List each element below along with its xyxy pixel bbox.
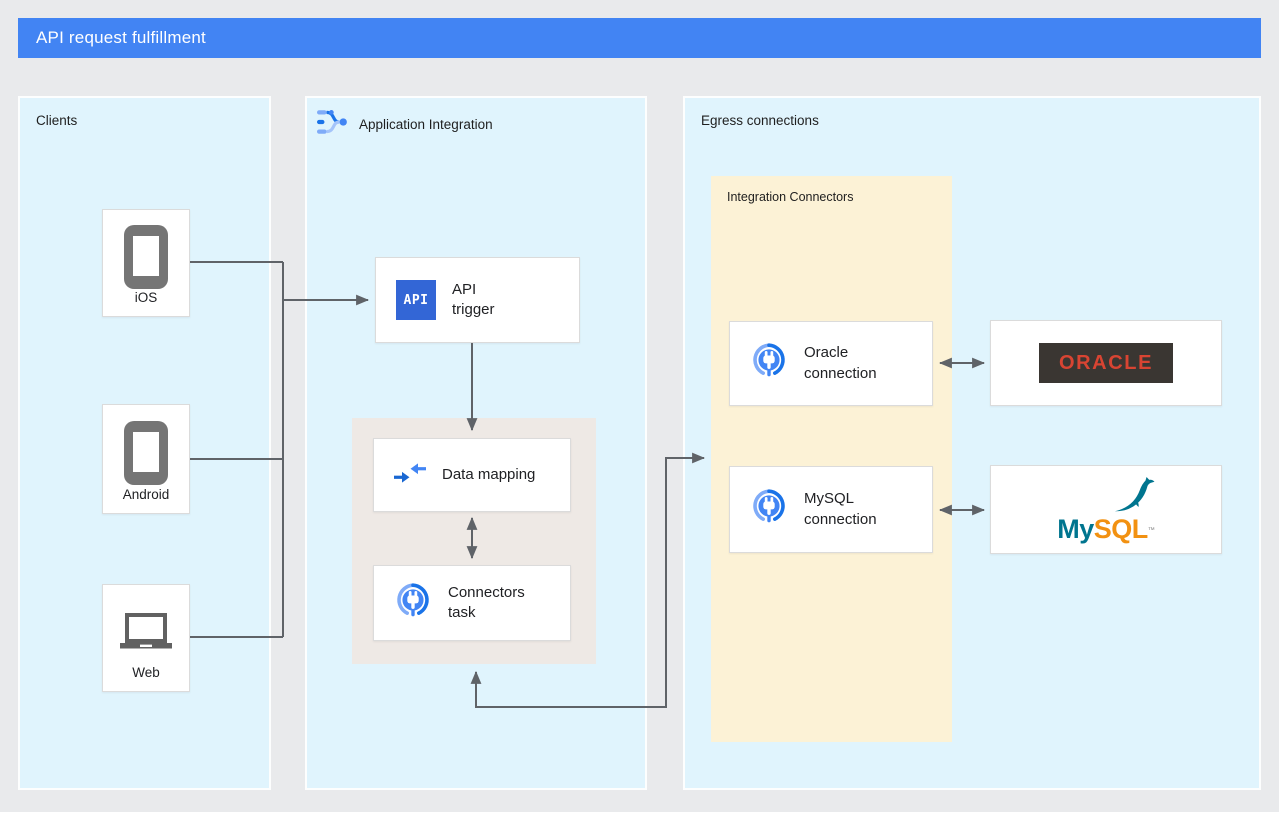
mysql-database-node: MySQL™ [990,465,1222,554]
connectors-task-node: Connectors task [373,565,571,641]
connectors-task-label: Connectors task [448,583,525,621]
mysql-connection-node: MySQL connection [729,466,933,553]
diagram-title: API request fulfillment [36,28,206,47]
integration-connectors-group: Integration Connectors Oracle connection [711,176,952,742]
data-mapping-label: Data mapping [442,465,536,483]
egress-panel-title: Egress connections [701,113,819,128]
mysql-logo: MySQL™ [1055,476,1157,544]
api-trigger-icon: API [396,280,436,320]
oracle-logo-text: ORACLE [1058,351,1154,374]
integration-tasks-group: Data mapping Connectors task [352,418,596,664]
egress-connections-panel: Egress connections Integration Connector… [683,96,1261,790]
clients-panel: Clients iOS Android Web [18,96,271,790]
connector-plug-icon [750,342,788,385]
client-label-web: Web [132,665,160,680]
integration-connectors-title: Integration Connectors [727,190,854,204]
client-node-android: Android [102,404,190,514]
laptop-icon [117,599,175,665]
bottom-margin-strip [0,812,1279,820]
mysql-dolphin-icon [1111,476,1157,522]
application-integration-icon [317,107,349,142]
data-mapping-node: Data mapping [373,438,571,512]
application-integration-panel-title: Application Integration [359,117,493,132]
api-trigger-node: API API trigger [375,257,580,343]
api-trigger-label: API trigger [452,280,495,318]
clients-panel-title: Clients [36,113,78,128]
client-label-android: Android [122,487,170,502]
smartphone-icon [124,224,168,290]
client-label-ios: iOS [134,290,158,305]
oracle-logo: ORACLE [1039,343,1173,383]
connector-plug-icon [394,582,432,625]
mysql-logo-text: MySQL™ [1057,513,1155,544]
mysql-connection-label: MySQL connection [804,490,877,528]
oracle-connection-node: Oracle connection [729,321,933,406]
diagram-title-bar: API request fulfillment [18,18,1261,58]
client-node-web: Web [102,584,190,692]
oracle-connection-label: Oracle connection [804,344,877,382]
data-mapping-arrows-icon [394,461,426,490]
oracle-database-node: ORACLE [990,320,1222,406]
connector-plug-icon [750,488,788,531]
application-integration-panel: Application Integration API API trigger [305,96,647,790]
client-node-ios: iOS [102,209,190,317]
smartphone-icon [124,419,168,487]
